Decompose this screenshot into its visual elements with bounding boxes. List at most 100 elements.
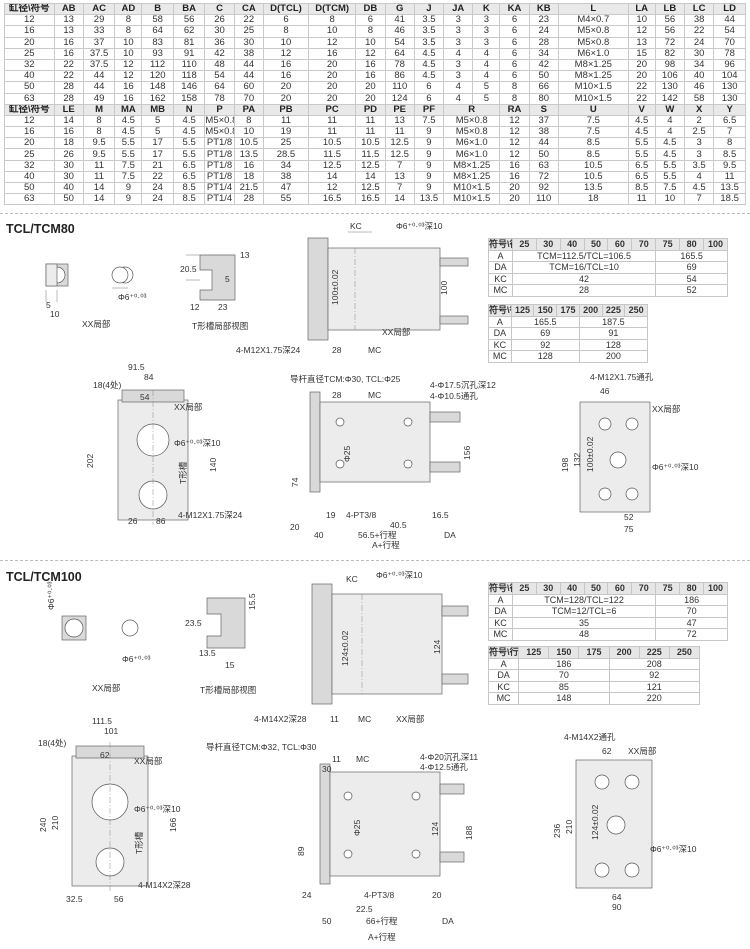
svg-text:86: 86 (156, 516, 166, 526)
table-cell: 3.5 (413, 25, 445, 38)
table-cell: 44 (528, 137, 559, 150)
table-cell: 186 (655, 593, 728, 606)
table-cell: KC (488, 338, 512, 351)
table-cell: 4 (443, 47, 474, 60)
table-cell: TCM=16/TCL=10 (511, 261, 657, 274)
table-cell: 13 (53, 14, 84, 27)
table-cell: 60 (607, 582, 633, 595)
table-cell: 16 (307, 47, 357, 60)
table-cell: DB (355, 2, 386, 16)
table-cell: 25 (233, 25, 264, 38)
table-cell: 92 (510, 338, 580, 351)
svg-text:A+行程: A+行程 (372, 540, 400, 550)
svg-text:62: 62 (602, 746, 612, 756)
svg-text:4-PT3/8: 4-PT3/8 (346, 510, 377, 520)
svg-text:100±0.02: 100±0.02 (330, 269, 340, 305)
table-cell: 10.5 (557, 170, 629, 184)
table-cell: 8 (262, 25, 309, 38)
table-cell: W (654, 103, 685, 116)
table-cell: 5 (141, 114, 174, 128)
table-cell: Y (713, 103, 746, 116)
table-cell: 6 (355, 14, 386, 27)
svg-text:101: 101 (104, 726, 118, 736)
table-cell: 11 (355, 114, 386, 128)
table-cell: 41 (384, 14, 415, 27)
table-cell: J (413, 2, 445, 16)
table-cell: TCM=112.5/TCL=106.5 (511, 249, 657, 262)
table-cell: 12 (307, 181, 357, 195)
table-cell: 63 (4, 92, 55, 105)
xx-detail-80: 5 10 (45, 263, 134, 319)
table-cell: 10.5 (557, 159, 629, 172)
svg-text:56: 56 (114, 894, 124, 904)
table-cell: 5.5 (654, 159, 685, 172)
table-cell: 54 (384, 36, 415, 49)
table-cell: 2 (683, 114, 715, 128)
svg-text:40: 40 (314, 530, 324, 540)
table-cell: 18 (557, 193, 629, 206)
svg-text:MC: MC (368, 390, 381, 400)
front-view-100: 111.5 101 18(4处) 62 XX局部 240 210 166 T形槽… (38, 716, 191, 904)
table-cell: 92 (608, 669, 701, 682)
svg-text:导杆直径TCM:Φ32, TCL:Φ30: 导杆直径TCM:Φ32, TCL:Φ30 (206, 742, 317, 752)
table-cell: 6.5 (172, 159, 206, 172)
stroke-table-100a: 符号\行程2530405060707580100ATCM=128/TCL=122… (488, 582, 728, 641)
svg-text:90: 90 (612, 902, 622, 912)
table-cell: 35 (511, 616, 657, 629)
table-cell: 40 (4, 70, 55, 83)
table-cell: 32 (4, 58, 55, 72)
svg-text:4-Φ12.5通孔: 4-Φ12.5通孔 (420, 762, 468, 772)
table-cell: 200 (608, 646, 640, 659)
table-cell: M5×0.8 (557, 36, 629, 49)
table-cell: 9.5 (713, 159, 746, 172)
table-cell: 24 (683, 36, 715, 49)
table-cell: 28 (233, 193, 264, 206)
table-cell: 5 (141, 126, 174, 139)
table-cell: 28 (528, 36, 559, 49)
svg-text:XX局部: XX局部 (382, 327, 411, 337)
table-cell: 110 (172, 58, 206, 72)
table-cell: 5.5 (114, 148, 143, 161)
table-cell: 6 (413, 81, 445, 94)
table-cell: LC (683, 2, 715, 16)
table-cell: 25 (511, 238, 537, 251)
table-cell: MC (488, 628, 513, 641)
svg-text:156: 156 (462, 446, 472, 460)
table-cell: 3 (443, 70, 474, 83)
table-cell: PT1/4 (204, 181, 235, 195)
svg-text:4-M14X2深28: 4-M14X2深28 (138, 880, 191, 890)
table-cell: 165.5 (655, 249, 728, 262)
svg-text:XX局部: XX局部 (628, 746, 657, 756)
table-cell: 50 (4, 81, 55, 94)
table-cell: A (488, 249, 513, 262)
table-cell: 112 (141, 58, 174, 72)
table-cell: L (557, 2, 629, 16)
table-cell: 29 (82, 14, 116, 27)
table-cell: 200 (578, 304, 603, 317)
table-cell: 125 (518, 646, 550, 659)
table-cell: 10 (233, 126, 264, 139)
svg-text:19: 19 (326, 510, 336, 520)
svg-text:XX局部: XX局部 (134, 756, 163, 766)
svg-text:13.5: 13.5 (199, 648, 216, 658)
table-cell: 23 (528, 14, 559, 27)
table-cell: 13 (384, 114, 415, 128)
back-view-100: 4-M14X2通孔 62 XX局部 236 210 124±0.02 Φ6⁺⁰·… (552, 732, 697, 912)
table-cell: 44 (233, 58, 264, 72)
table-cell: 8 (307, 14, 357, 27)
table-cell: PA (233, 103, 264, 116)
table-cell: 78 (713, 47, 746, 60)
table-cell: 42 (204, 47, 235, 60)
xx-detail-100: Φ6⁺⁰·⁰³ Φ6⁺⁰·⁰³ (46, 581, 151, 664)
table-cell: 22 (683, 25, 715, 38)
table-cell: 8.5 (713, 148, 746, 161)
top-view-80: KC Φ6⁺⁰·⁰³深10 100 100±0.02 XX局部 4-M12X1.… (236, 221, 469, 355)
tslot-detail-80: 20.5 13 5 12 23 (180, 250, 250, 312)
table-cell: 7.5 (557, 126, 629, 139)
table-cell: 30 (204, 25, 235, 38)
table-cell: 128 (510, 350, 580, 363)
